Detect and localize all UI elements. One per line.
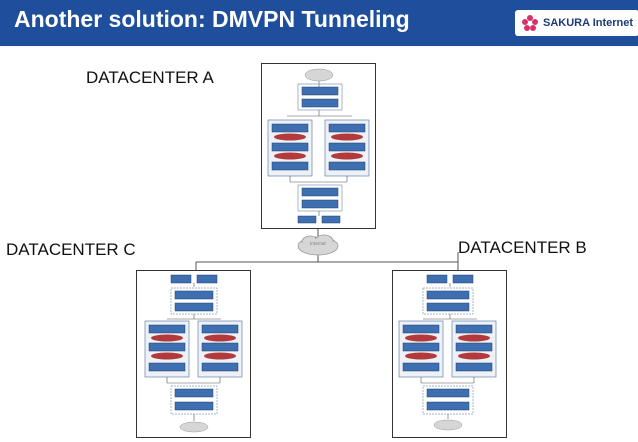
sakura-flower-icon [521, 14, 539, 32]
datacenter-a-label: DATACENTER A [86, 68, 214, 87]
title-bar: Another solution: DMVPN Tunneling SAKURA… [0, 0, 638, 46]
datacenter-c-label: DATACENTER C [6, 240, 136, 259]
datacenter-c-panel [136, 270, 251, 438]
internet-cloud-label: Internet [310, 241, 326, 246]
datacenter-a-panel [261, 63, 376, 229]
slide-title: Another solution: DMVPN Tunneling [14, 6, 410, 32]
internet-cloud [296, 234, 340, 256]
logo-text: SAKURA Internet [543, 17, 634, 29]
company-logo: SAKURA Internet [515, 10, 638, 36]
datacenter-b-label: DATACENTER B [458, 238, 587, 257]
datacenter-b-panel [392, 270, 507, 438]
